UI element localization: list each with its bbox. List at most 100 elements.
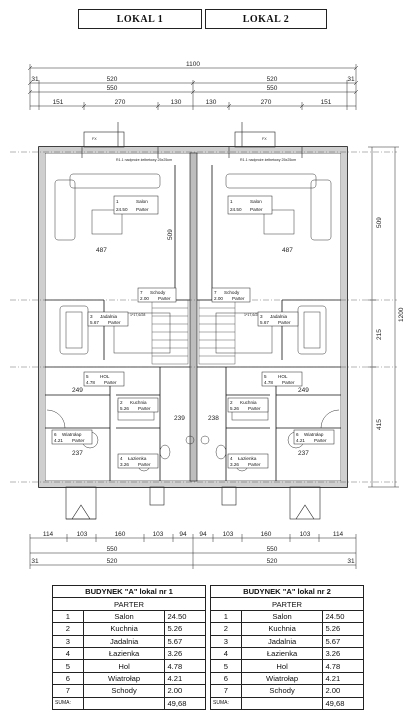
svg-text:114: 114 — [43, 531, 54, 538]
table-title: BUDYNEK "A" lokal nr 2 — [210, 584, 364, 599]
dim-top-270-left: 270 — [115, 99, 126, 106]
svg-text:238: 238 — [208, 415, 219, 422]
svg-text:31: 31 — [347, 558, 355, 565]
svg-text:Łazienka: Łazienka — [238, 456, 257, 461]
svg-text:Parter: Parter — [278, 320, 291, 325]
interior-dimensions: 487 487 509 249 249 237 237 239 238 — [72, 229, 309, 457]
fx-label-right: FX — [262, 137, 267, 141]
svg-text:4: 4 — [230, 456, 233, 461]
dim-right-509: 509 — [376, 217, 383, 228]
svg-text:4.78: 4.78 — [264, 380, 273, 385]
fx-label-left: FX — [92, 137, 97, 141]
svg-text:HOL: HOL — [100, 374, 110, 379]
svg-text:1: 1 — [230, 199, 233, 204]
svg-text:Schody: Schody — [224, 290, 240, 295]
svg-text:3: 3 — [90, 314, 93, 319]
svg-text:520: 520 — [267, 558, 278, 565]
svg-text:103: 103 — [300, 531, 311, 538]
svg-text:103: 103 — [77, 531, 88, 538]
svg-text:Parter: Parter — [250, 207, 263, 212]
dim-top-151-right: 151 — [321, 99, 332, 106]
dim-right-1200: 1200 — [398, 307, 405, 322]
dim-top-130-left: 130 — [171, 99, 182, 106]
svg-text:94: 94 — [179, 531, 187, 538]
floor-plan: 1100 520 520 550 550 151 270 130 130 270… — [10, 61, 405, 569]
svg-text:509: 509 — [167, 229, 174, 240]
outer-walls — [38, 146, 348, 488]
svg-text:Parter: Parter — [72, 438, 85, 443]
svg-text:7: 7 — [214, 290, 217, 295]
svg-text:160: 160 — [261, 531, 272, 538]
svg-text:6: 6 — [54, 432, 57, 437]
svg-text:Parter: Parter — [232, 296, 245, 301]
svg-text:6: 6 — [296, 432, 299, 437]
svg-text:HOL: HOL — [278, 374, 288, 379]
svg-text:Salon: Salon — [136, 199, 148, 204]
svg-text:Łazienka: Łazienka — [128, 456, 147, 461]
svg-text:103: 103 — [223, 531, 234, 538]
table-subtitle: PARTER — [52, 597, 206, 611]
stairs — [151, 299, 236, 365]
svg-text:550: 550 — [267, 546, 278, 553]
top-dimensions — [27, 64, 359, 110]
svg-text:103: 103 — [153, 531, 164, 538]
svg-text:487: 487 — [282, 247, 293, 254]
svg-text:Kuchnia: Kuchnia — [240, 400, 257, 405]
svg-text:4.78: 4.78 — [86, 380, 95, 385]
svg-text:4: 4 — [120, 456, 123, 461]
svg-text:2.00: 2.00 — [140, 296, 149, 301]
table-sum-row: SUMA:49,68 — [210, 696, 364, 710]
svg-text:Wiatrołap: Wiatrołap — [62, 432, 82, 437]
svg-text:5.26: 5.26 — [230, 406, 239, 411]
svg-text:239: 239 — [174, 415, 185, 422]
svg-text:160: 160 — [115, 531, 126, 538]
svg-text:2: 2 — [120, 400, 123, 405]
room-labels-left: 1 Salon 24.50 Parter 7 Schody 2.00 Parte… — [51, 195, 177, 469]
svg-text:Parter: Parter — [138, 406, 151, 411]
svg-text:Parter: Parter — [108, 320, 121, 325]
dim-top-550-left: 550 — [107, 85, 118, 92]
svg-text:Kuchnia: Kuchnia — [130, 400, 147, 405]
dim-top-520-right: 520 — [267, 76, 278, 83]
lokal-2-header: LOKAL 2 — [205, 9, 327, 29]
svg-text:Parter: Parter — [104, 380, 117, 385]
svg-text:94: 94 — [199, 531, 207, 538]
svg-text:2: 2 — [230, 400, 233, 405]
svg-text:4.21: 4.21 — [296, 438, 305, 443]
lokal-1-header: LOKAL 1 — [78, 9, 202, 29]
axis-lines — [10, 151, 397, 483]
dim-right-215: 215 — [376, 329, 383, 340]
svg-text:Parter: Parter — [248, 406, 261, 411]
svg-text:Schody: Schody — [150, 290, 166, 295]
stairs-note-right: 1*17,6/28 — [244, 313, 259, 317]
svg-text:5: 5 — [264, 374, 267, 379]
svg-text:Wiatrołap: Wiatrołap — [304, 432, 324, 437]
room-labels-right: 1 Salon 24.50 Parter 7 Schody 2.00 Parte… — [211, 195, 335, 469]
dim-edge-31-a: 31 — [31, 76, 39, 83]
table-sum-row: SUMA:49,68 — [52, 696, 206, 710]
svg-text:5.26: 5.26 — [120, 406, 129, 411]
table-title: BUDYNEK "A" lokal nr 1 — [52, 584, 206, 599]
svg-text:Parter: Parter — [282, 380, 295, 385]
top-porches — [81, 122, 303, 158]
svg-text:3.26: 3.26 — [230, 462, 239, 467]
svg-text:237: 237 — [298, 450, 309, 457]
lintel-note-right: R1.1 nadproże żelbetowy 25x25cm — [240, 158, 296, 162]
table-subtitle: PARTER — [210, 597, 364, 611]
svg-text:Parter: Parter — [158, 296, 171, 301]
right-dimensions — [368, 146, 399, 488]
dim-total-width: 1100 — [186, 61, 200, 68]
svg-text:Jadalnia: Jadalnia — [100, 314, 118, 319]
svg-text:550: 550 — [107, 546, 118, 553]
